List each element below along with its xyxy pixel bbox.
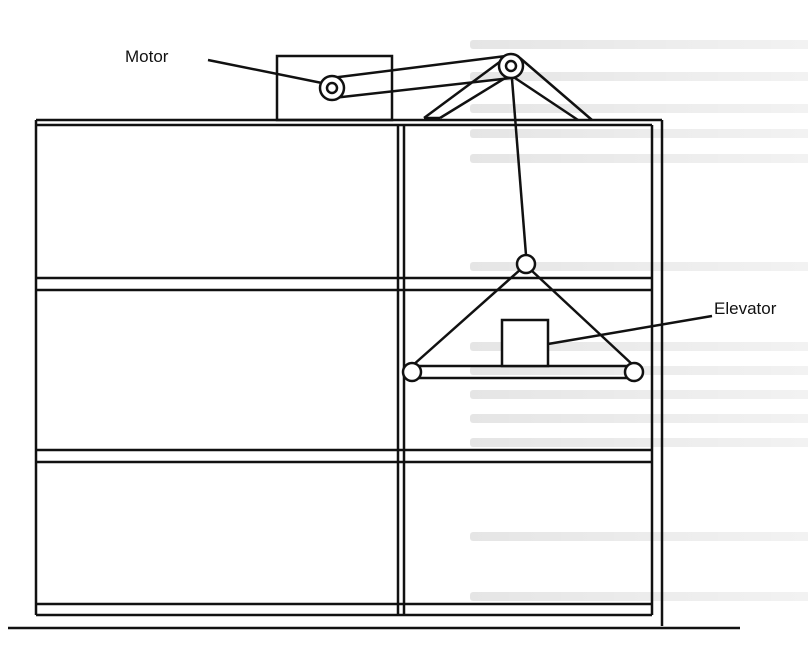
top-pulley-hub-icon	[504, 59, 518, 73]
elevator-car	[500, 318, 550, 368]
cable-lower	[332, 76, 512, 100]
sling-top-joint-icon	[515, 253, 537, 275]
motor-label: Motor	[125, 47, 169, 66]
cable-upper	[330, 54, 507, 80]
motor-pointer	[207, 58, 323, 85]
elevator-pointer	[547, 314, 713, 346]
sling-left-joint-icon	[401, 361, 423, 383]
floors	[36, 276, 652, 617]
motor-pulley-hub-icon	[325, 81, 339, 95]
elevator-label: Elevator	[714, 299, 777, 318]
hoist-cable	[510, 78, 528, 256]
building	[34, 118, 664, 626]
sling-right-joint-icon	[623, 361, 645, 383]
top-pulley-icon	[497, 52, 525, 80]
motor-pulley-icon	[318, 74, 346, 102]
